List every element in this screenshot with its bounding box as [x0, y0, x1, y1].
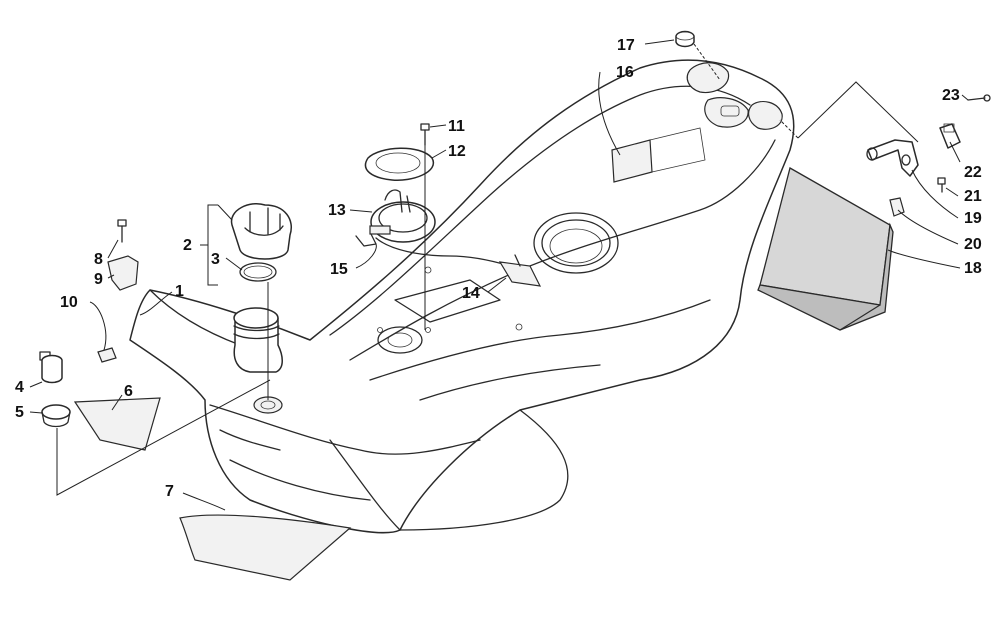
callout-3: 3 [211, 251, 220, 268]
gasket-12 [364, 147, 435, 181]
tank-pump-opening [533, 212, 619, 274]
screw-21 [937, 177, 946, 193]
leader-lines [29, 39, 969, 511]
lower-shield-7 [179, 514, 352, 581]
fuel-cap [230, 203, 292, 260]
mount-bolt-8 [117, 219, 127, 243]
callout-1: 1 [175, 283, 184, 300]
callout-10: 10 [60, 294, 78, 311]
clip-10 [97, 347, 117, 363]
tank-nose-openings [686, 62, 783, 130]
callout-17: 17 [617, 37, 635, 54]
callout-labels: 1 2 3 4 5 6 7 8 9 10 11 12 13 14 15 16 1… [15, 37, 982, 500]
grommet-5 [41, 404, 71, 428]
callout-18: 18 [964, 260, 982, 277]
plug-17 [675, 30, 695, 48]
callout-5: 5 [15, 404, 24, 421]
callout-13: 13 [328, 202, 346, 219]
callout-6: 6 [124, 383, 133, 400]
callout-21: 21 [964, 188, 982, 205]
fuel-pump-13 [355, 189, 436, 247]
clamp-9 [107, 255, 139, 291]
fuel-cap-o-ring [239, 262, 277, 282]
screw-11 [420, 123, 430, 146]
callout-22: 22 [964, 164, 982, 181]
wiring-harness-14-15 [375, 237, 542, 287]
foam-pad-18 [757, 167, 894, 331]
callout-15: 15 [330, 261, 348, 278]
callout-11: 11 [448, 118, 465, 135]
callout-12: 12 [448, 143, 466, 160]
clip-22 [939, 123, 961, 149]
callout-7: 7 [165, 483, 174, 500]
vent-fitting-4 [39, 351, 63, 384]
callout-19: 19 [964, 210, 982, 227]
callout-20: 20 [964, 236, 982, 253]
bracket-19 [866, 139, 919, 177]
callout-14: 14 [462, 285, 480, 302]
callout-9: 9 [94, 271, 103, 288]
tank-filler-neck [233, 307, 283, 414]
heat-shield-6 [73, 397, 161, 451]
callout-4: 4 [15, 379, 24, 396]
callout-8: 8 [94, 251, 103, 268]
nut-20 [889, 197, 905, 217]
callout-2: 2 [183, 237, 192, 254]
callout-16: 16 [616, 64, 634, 81]
callout-23: 23 [942, 87, 960, 104]
tank-rear-recess [377, 266, 523, 354]
bolt-23 [967, 94, 991, 102]
